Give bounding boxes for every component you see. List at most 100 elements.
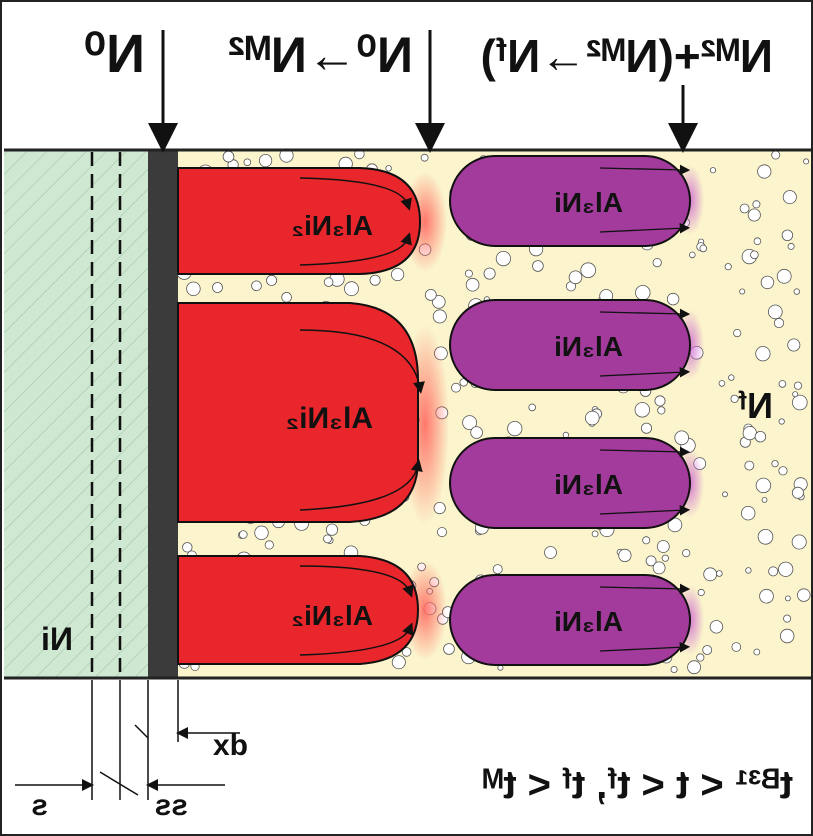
bubble bbox=[797, 588, 811, 602]
mirrored-labels: N⁰ N⁰→Nᴹ² Nᴹ²+(Nᴹ²→Nᶠ) Al₃Ni₂ Al₃Ni₂ Al₃… bbox=[31, 24, 793, 822]
bubble bbox=[462, 415, 478, 431]
bubble bbox=[803, 158, 810, 165]
bubble bbox=[776, 268, 792, 284]
bubble bbox=[739, 288, 746, 295]
purple-grain-label-3: Al₃Ni bbox=[554, 469, 623, 500]
bubble bbox=[688, 251, 696, 259]
bubble bbox=[251, 280, 262, 292]
bubble bbox=[634, 402, 651, 418]
bubble bbox=[584, 410, 600, 426]
bubble bbox=[754, 431, 767, 443]
bubble bbox=[507, 420, 523, 437]
bubble bbox=[657, 406, 666, 415]
bubble bbox=[773, 317, 785, 329]
bubble bbox=[528, 403, 536, 412]
bubble bbox=[670, 666, 678, 674]
bubble bbox=[652, 257, 662, 268]
bubble bbox=[771, 150, 781, 160]
bubble bbox=[645, 555, 657, 567]
purple-grain-label-2: Al₃Ni bbox=[554, 331, 623, 362]
bubble bbox=[724, 263, 732, 271]
red-grain-label-1: Al₃Ni₂ bbox=[292, 210, 373, 241]
bubble bbox=[492, 564, 503, 575]
bubble bbox=[618, 548, 632, 563]
bubble bbox=[464, 269, 473, 278]
bubble bbox=[778, 380, 787, 388]
bubble bbox=[666, 292, 680, 306]
bubble bbox=[642, 536, 651, 545]
bubble bbox=[424, 288, 437, 301]
bubble bbox=[730, 394, 739, 403]
bubble bbox=[323, 277, 334, 287]
bubble bbox=[778, 561, 794, 577]
bubble bbox=[752, 200, 761, 209]
bubble bbox=[793, 381, 803, 390]
bubble bbox=[757, 528, 774, 545]
bubble bbox=[753, 648, 761, 656]
flow-arrow bbox=[299, 459, 423, 511]
bubble bbox=[778, 418, 785, 425]
bubble bbox=[761, 496, 768, 503]
bubble bbox=[186, 281, 201, 297]
bubble bbox=[715, 570, 723, 577]
red-grain-2 bbox=[177, 302, 419, 523]
purple-grain-4 bbox=[449, 574, 691, 666]
bubble bbox=[702, 645, 713, 655]
bubble bbox=[742, 425, 757, 441]
bubble bbox=[703, 567, 718, 582]
flow-arrow bbox=[299, 622, 414, 656]
bubble bbox=[635, 285, 651, 301]
bubble bbox=[369, 274, 381, 286]
bubble bbox=[432, 309, 447, 324]
bubble bbox=[532, 260, 544, 272]
bubble bbox=[254, 525, 269, 541]
dim-label-ss: ss bbox=[155, 789, 188, 822]
bubble bbox=[759, 588, 774, 604]
bubble bbox=[791, 534, 807, 550]
purple-grain-label-1: Al₃Ni bbox=[554, 187, 623, 218]
bubble bbox=[656, 540, 670, 553]
flow-arrow bbox=[299, 329, 425, 394]
bubble bbox=[264, 540, 274, 550]
bubble bbox=[243, 158, 252, 167]
red-grain-3 bbox=[177, 555, 420, 665]
bubble bbox=[687, 660, 701, 675]
bubble bbox=[654, 395, 666, 407]
purple-grain-2 bbox=[449, 299, 691, 391]
purple-grain-1 bbox=[449, 155, 691, 247]
bubble bbox=[544, 546, 557, 559]
bubble bbox=[780, 628, 795, 644]
bubble bbox=[747, 208, 761, 222]
bubble bbox=[733, 328, 742, 338]
bubble bbox=[495, 251, 511, 267]
bubble bbox=[580, 262, 596, 279]
bubble bbox=[709, 167, 717, 174]
bubble bbox=[641, 422, 653, 434]
bubble bbox=[771, 460, 779, 468]
bubble bbox=[781, 229, 794, 242]
label-nm2-reaction: Nᴹ²+(Nᴹ²→Nᶠ) bbox=[481, 30, 773, 82]
bubble bbox=[281, 291, 292, 303]
label-n0: N⁰ bbox=[84, 24, 145, 84]
bubble bbox=[791, 394, 808, 411]
bubble bbox=[792, 391, 799, 398]
bubble bbox=[443, 643, 455, 655]
bubble bbox=[753, 237, 762, 246]
bubble bbox=[568, 270, 583, 285]
bubble bbox=[787, 242, 795, 250]
purple-grain-3 bbox=[449, 437, 691, 529]
bubble bbox=[741, 506, 756, 521]
bubble bbox=[718, 380, 726, 387]
bubble bbox=[757, 164, 772, 179]
purple-grain-label-4: Al₃Ni bbox=[554, 606, 623, 637]
bubble bbox=[755, 346, 771, 362]
bubble bbox=[266, 274, 278, 286]
bubble bbox=[785, 595, 791, 602]
bubble bbox=[239, 530, 248, 539]
bubble bbox=[344, 281, 359, 297]
bubble bbox=[750, 250, 759, 260]
bubble bbox=[767, 304, 783, 320]
ni-region bbox=[4, 150, 148, 678]
red-grain-label-3: Al₃Ni₂ bbox=[292, 600, 373, 631]
